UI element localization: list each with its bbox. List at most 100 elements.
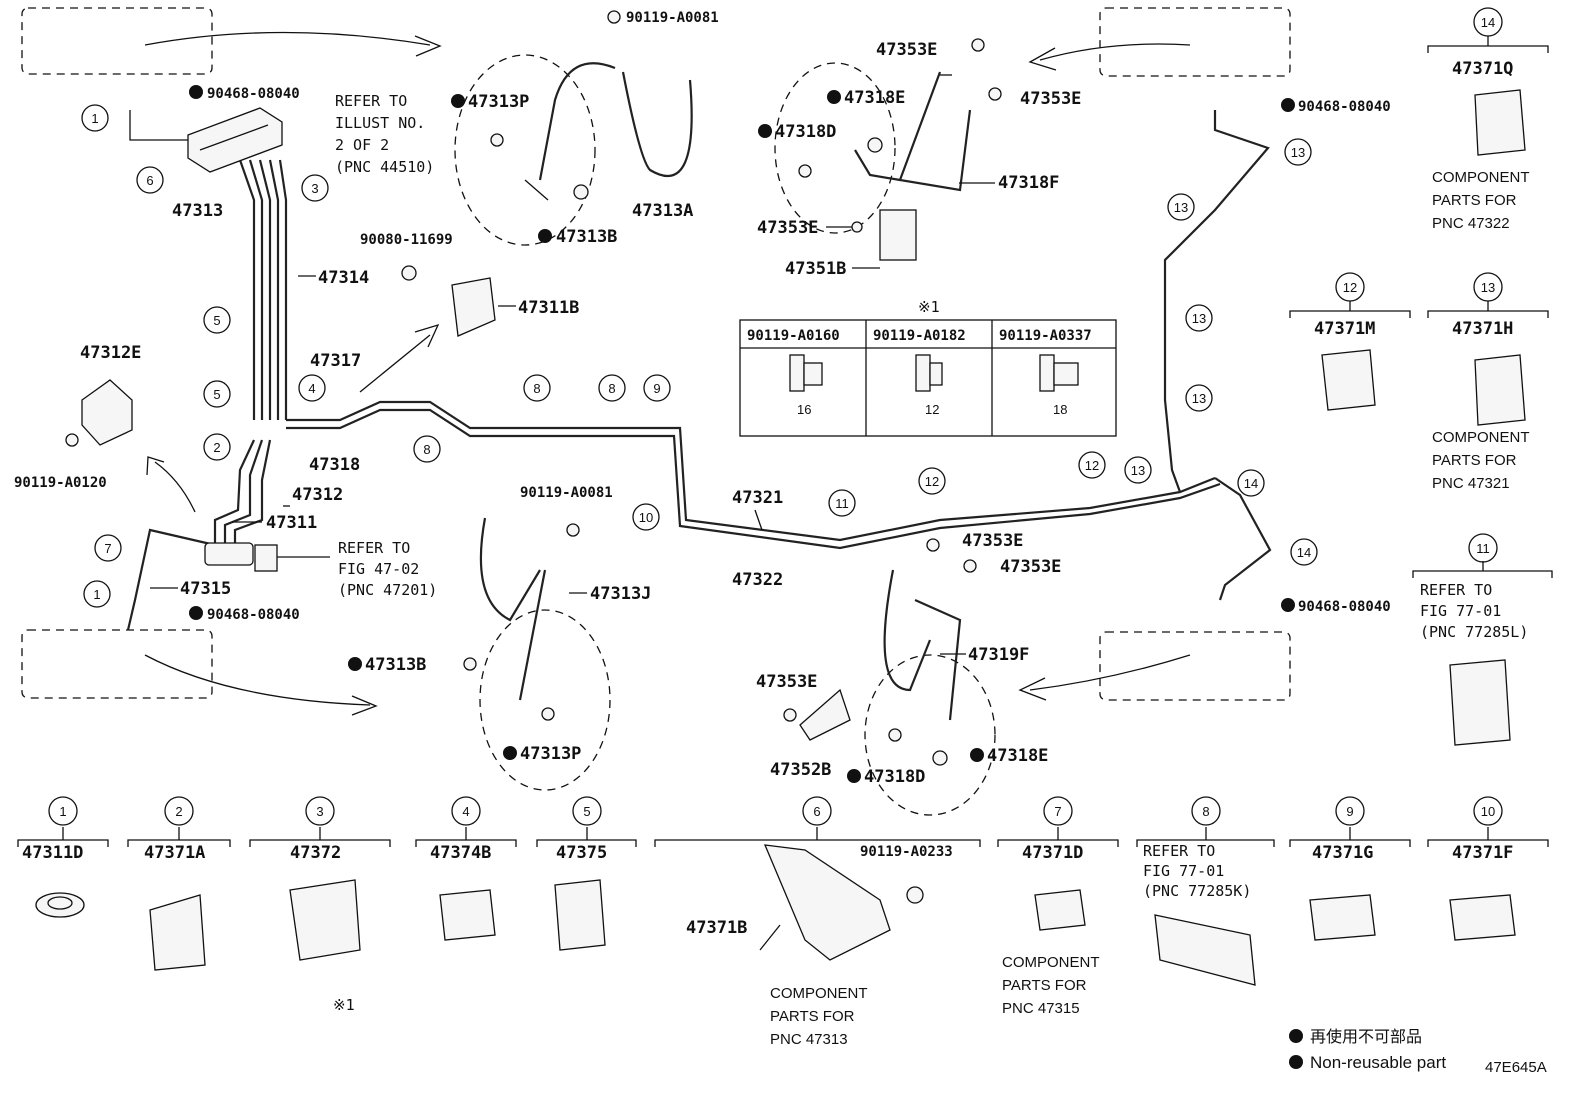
bolt-col-1: 90119-A0160 (747, 328, 840, 344)
svg-text:13: 13 (1481, 280, 1495, 295)
arrow-to-47311B (359, 323, 440, 393)
callout-6: 6 (802, 796, 832, 826)
part-icons-bottom (35, 89, 1526, 986)
ref-fig7701l-line2: FIG 77-01 (1420, 602, 1501, 620)
legend-jp: 再使用不可部品 (1310, 1028, 1422, 1046)
vehicle-outline-rear-right (1099, 631, 1291, 701)
svg-text:PNC 47322: PNC 47322 (1432, 215, 1510, 232)
label-47318D-bot: 47318D (864, 767, 925, 787)
marker-label: 13 (1192, 311, 1206, 326)
marker-circle (298, 374, 326, 402)
diagram-code: 47E645A (1485, 1059, 1547, 1076)
label-47318E-top: 47318E (844, 88, 905, 108)
legend-en: Non-reusable part (1310, 1053, 1446, 1072)
marker-label: 13 (1291, 145, 1305, 160)
arrow-rear-right (1018, 654, 1191, 701)
label-47351B: 47351B (785, 259, 846, 279)
ref-fig7701l-line3: (PNC 77285L) (1420, 623, 1528, 641)
marker-label: 8 (533, 381, 540, 396)
ref-fig4702-line3: (PNC 47201) (338, 581, 437, 599)
label-47318F: 47318F (998, 173, 1059, 193)
marker-label: 3 (311, 181, 318, 196)
label-47318: 47318 (309, 455, 360, 475)
ref-fig4702-line2: FIG 47-02 (338, 560, 419, 578)
bolt-len-2: 12 (925, 402, 939, 417)
marker-label: 5 (213, 313, 220, 328)
label-47352B: 47352B (770, 760, 831, 780)
label-90468-08040-b: 90468-08040 (207, 607, 300, 623)
legend-dot (1289, 1029, 1303, 1043)
ref-illust2-line2: ILLUST NO. (335, 114, 425, 132)
svg-text:47374B: 47374B (430, 843, 491, 863)
svg-text:47372: 47372 (290, 843, 341, 863)
marker-label: 13 (1192, 391, 1206, 406)
ref-illust2-line4: (PNC 44510) (335, 158, 434, 176)
callout-8: 8 (1191, 796, 1221, 826)
label-47314: 47314 (318, 268, 369, 288)
vehicle-outline-front-left (21, 7, 213, 75)
marker-circle (203, 433, 231, 461)
svg-text:2: 2 (175, 804, 182, 819)
marker-label: 1 (91, 111, 98, 126)
label-47313J: 47313J (590, 584, 651, 604)
bolt-col-3: 90119-A0337 (999, 328, 1092, 344)
marker-label: 9 (653, 381, 660, 396)
label-47311B: 47311B (518, 298, 579, 318)
svg-text:PARTS FOR: PARTS FOR (1432, 192, 1517, 209)
part-labels: 47313 47314 47317 47318 47312 47311 4731… (14, 10, 1528, 1048)
label-47312E: 47312E (80, 343, 141, 363)
marker-label: 14 (1244, 476, 1258, 491)
master-cylinder (204, 542, 330, 572)
svg-text:PNC 47321: PNC 47321 (1432, 475, 1510, 492)
abs-actuator-47313 (129, 107, 283, 173)
bolt-len-3: 18 (1053, 402, 1067, 417)
marker-label: 12 (925, 474, 939, 489)
marker-label: 1 (93, 587, 100, 602)
nonreusable-dot (758, 124, 772, 138)
label-47353E-1: 47353E (876, 40, 937, 60)
svg-text:47371G: 47371G (1312, 843, 1373, 863)
label-47313B-bot: 47313B (365, 655, 426, 675)
marker-circle (413, 435, 441, 463)
label-47321: 47321 (732, 488, 783, 508)
bolt-col-2: 90119-A0182 (873, 328, 966, 344)
marker-circle (1167, 193, 1195, 221)
label-47313: 47313 (172, 201, 223, 221)
label-47353E-5: 47353E (1000, 557, 1061, 577)
marker-label: 7 (104, 541, 111, 556)
valve-47312E (65, 379, 133, 447)
label-47319F: 47319F (968, 645, 1029, 665)
label-47311: 47311 (266, 513, 317, 533)
label-47353E-4: 47353E (962, 531, 1023, 551)
pipe-lower-left (126, 439, 272, 631)
marker-label: 12 (1085, 458, 1099, 473)
marker-circle (81, 104, 109, 132)
marker-circle (1185, 384, 1213, 412)
pipe-main-run (286, 110, 1272, 601)
legend: 再使用不可部品 Non-reusable part 47E645A (1289, 1028, 1547, 1076)
label-47318E-bot: 47318E (987, 746, 1048, 766)
svg-text:COMPONENT: COMPONENT (1432, 429, 1530, 446)
marker-circle (1124, 456, 1152, 484)
label-47353E-3: 47353E (757, 218, 818, 238)
label-47313A: 47313A (632, 201, 693, 221)
nonreusable-dot (348, 657, 362, 671)
svg-text:1: 1 (59, 804, 66, 819)
svg-text:47375: 47375 (556, 843, 607, 863)
label-90468-08040-a: 90468-08040 (207, 86, 300, 102)
label-47318D-top: 47318D (775, 122, 836, 142)
marker-label: 6 (146, 173, 153, 188)
arrow-front-left (144, 31, 442, 57)
ref-fig7701k-line3: (PNC 77285K) (1143, 882, 1251, 900)
label-47313P-bot: 47313P (520, 744, 581, 764)
note-47313-line1: COMPONENT (770, 985, 868, 1002)
marker-circle (828, 489, 856, 517)
ref-fig7701l-line1: REFER TO (1420, 581, 1492, 599)
note-47315-line3: PNC 47315 (1002, 1000, 1080, 1017)
